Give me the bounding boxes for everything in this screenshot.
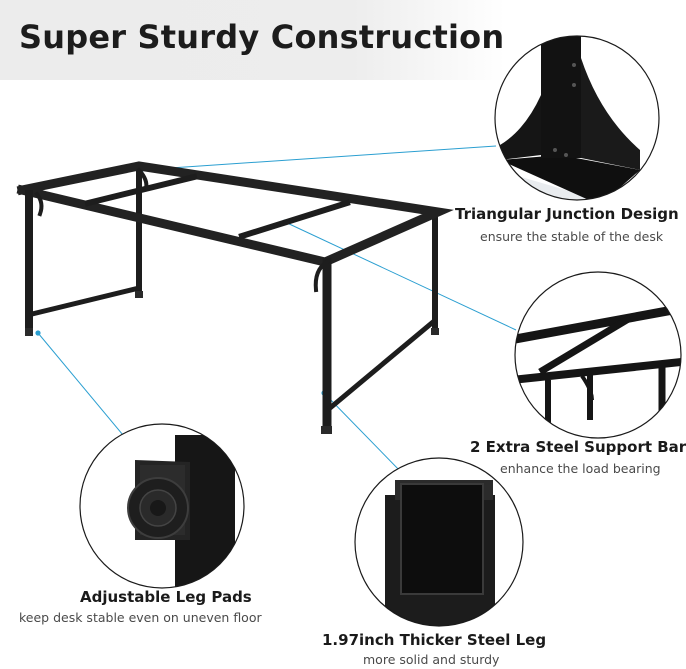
- callout-line-junction: [140, 145, 497, 171]
- callout-lines: [37, 145, 517, 475]
- leg-feet: [25, 291, 439, 434]
- feature-title-support-bar: 2 Extra Steel Support Bar: [470, 438, 686, 456]
- feature-subtitle-support-bar: enhance the load bearing: [500, 461, 661, 476]
- title-banner: [0, 0, 505, 80]
- steel-leg-detail: [354, 457, 524, 627]
- desk-frame: [16, 161, 454, 433]
- feature-title-leg-pad: Adjustable Leg Pads: [80, 588, 252, 606]
- support-bar-detail: [514, 271, 682, 439]
- callout-line-steel-leg: [323, 392, 404, 475]
- feature-subtitle-leg-pad: keep desk stable even on uneven floor: [19, 610, 262, 625]
- callout-line-leg-pad: [37, 332, 129, 442]
- page-title: Super Sturdy Construction: [19, 18, 505, 56]
- leg-pad-detail: [79, 423, 245, 589]
- callout-dot-leg-pad: [35, 330, 41, 336]
- feature-title-junction: Triangular Junction Design: [455, 205, 679, 223]
- feature-subtitle-steel-leg: more solid and sturdy: [363, 652, 500, 667]
- junction-detail: [494, 35, 660, 201]
- callout-line-support-bar: [284, 221, 517, 331]
- feature-title-steel-leg: 1.97inch Thicker Steel Leg: [322, 631, 547, 649]
- feature-subtitle-junction: ensure the stable of the desk: [480, 229, 664, 244]
